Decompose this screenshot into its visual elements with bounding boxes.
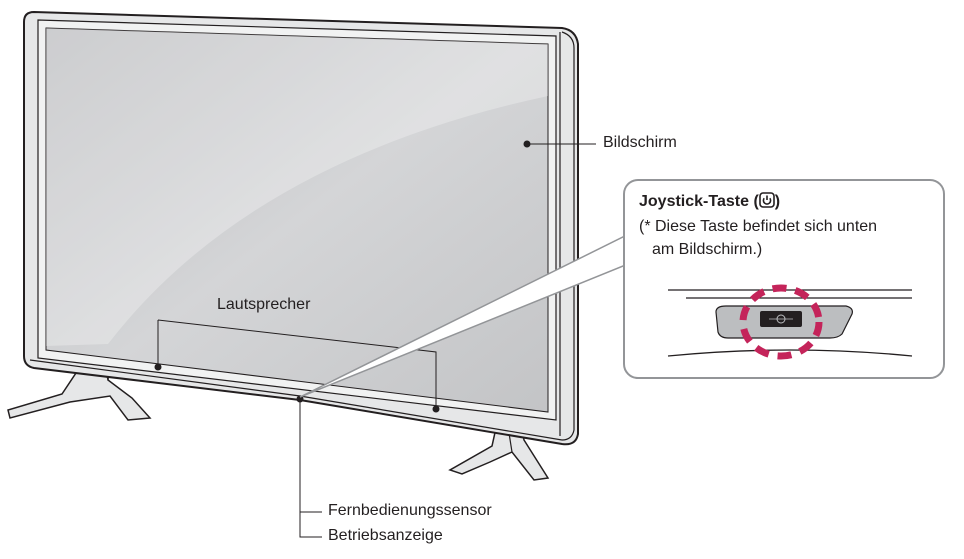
leader-lines bbox=[154, 140, 596, 538]
screen-glass bbox=[45, 27, 549, 413]
power-symbol-open: ( bbox=[753, 193, 759, 210]
callout-note-line2: am Bildschirm.) bbox=[652, 241, 763, 258]
remote-sensor-label: Fernbedienungssensor bbox=[328, 502, 492, 519]
power-symbol-icon bbox=[758, 192, 775, 208]
joystick-title: Joystick-Taste bbox=[639, 193, 749, 210]
speaker-label: Lautsprecher bbox=[217, 296, 311, 313]
callout-box bbox=[623, 179, 945, 379]
callout-note-line1: (* Diese Taste befindet sich unten bbox=[639, 218, 878, 235]
callout-title: Joystick-Taste () bbox=[639, 192, 780, 211]
screen-label: Bildschirm bbox=[603, 134, 677, 151]
power-symbol-close: ) bbox=[774, 193, 781, 210]
power-indicator-label: Betriebsanzeige bbox=[328, 527, 443, 544]
